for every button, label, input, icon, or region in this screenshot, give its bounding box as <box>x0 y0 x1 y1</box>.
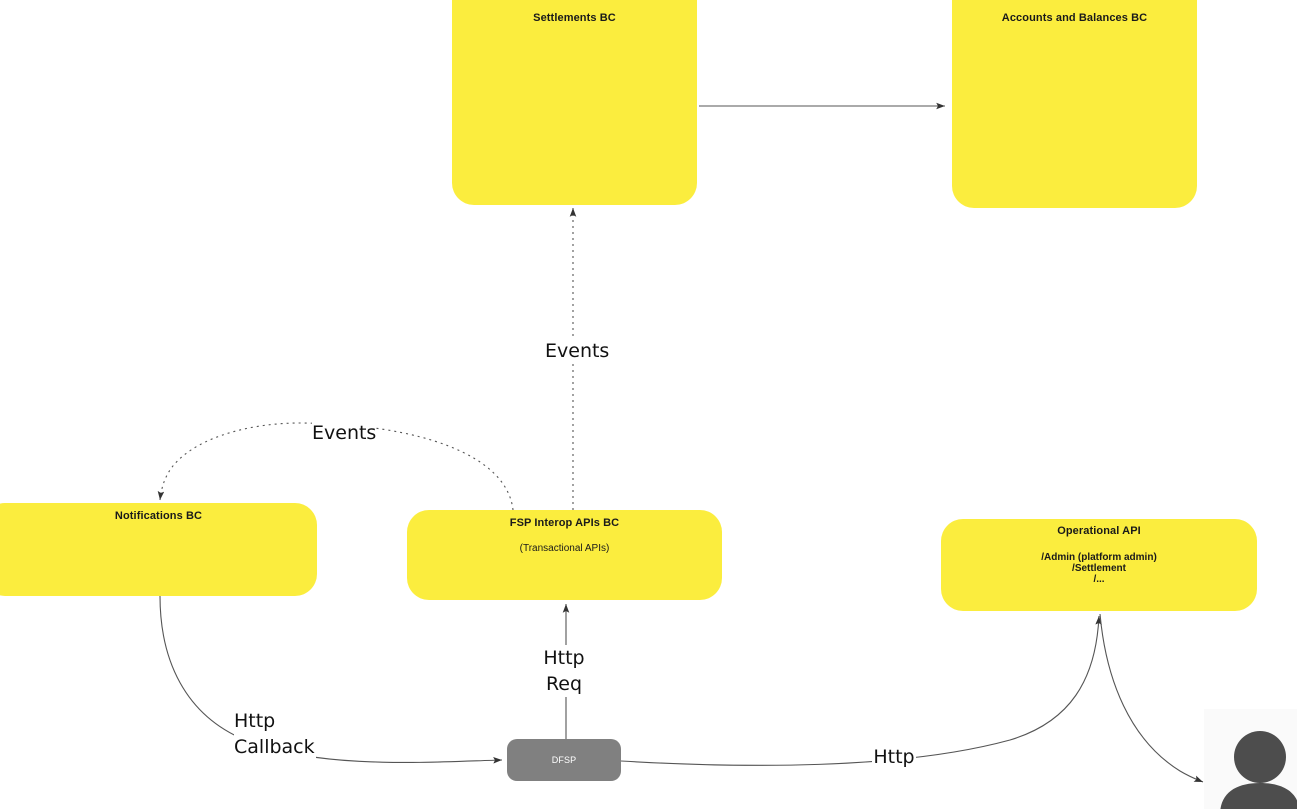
node-title: FSP Interop APIs BC <box>509 517 620 529</box>
node-settlements-bc[interactable]: Settlements BC <box>452 0 697 205</box>
edge-fsp-to-notifications <box>157 422 514 511</box>
node-accounts-and-balances-bc[interactable]: Accounts and Balances BC <box>952 0 1197 208</box>
node-dfsp[interactable]: DFSP <box>507 739 621 781</box>
label-events-arc: Events <box>312 420 377 446</box>
node-title: Operational API <box>1057 525 1141 537</box>
node-subtitle: (Transactional APIs) <box>519 543 610 554</box>
node-operational-api[interactable]: Operational API /Admin (platform admin) … <box>941 519 1257 611</box>
node-fsp-interop-apis-bc[interactable]: FSP Interop APIs BC (Transactional APIs) <box>407 510 722 600</box>
node-title: Settlements BC <box>533 12 616 24</box>
user-actor[interactable] <box>1204 709 1297 809</box>
node-title: Accounts and Balances BC <box>1001 12 1148 24</box>
label-http: Http <box>872 744 916 770</box>
node-subtitle: /Admin (platform admin) /Settlement /... <box>1041 552 1157 585</box>
edge-notifications-to-dfsp <box>159 595 503 764</box>
label-http-req: Http Req <box>539 645 589 697</box>
node-notifications-bc[interactable]: Notifications BC <box>0 503 317 596</box>
user-avatar-icon <box>1220 731 1297 809</box>
edge-dfsp-to-operational-api <box>620 615 1102 766</box>
node-title: Notifications BC <box>114 510 203 522</box>
label-http-callback: Http Callback <box>234 708 316 760</box>
node-title: DFSP <box>551 755 577 765</box>
edge-operational-api-to-user <box>1099 613 1204 783</box>
label-events-top: Events <box>545 338 610 364</box>
